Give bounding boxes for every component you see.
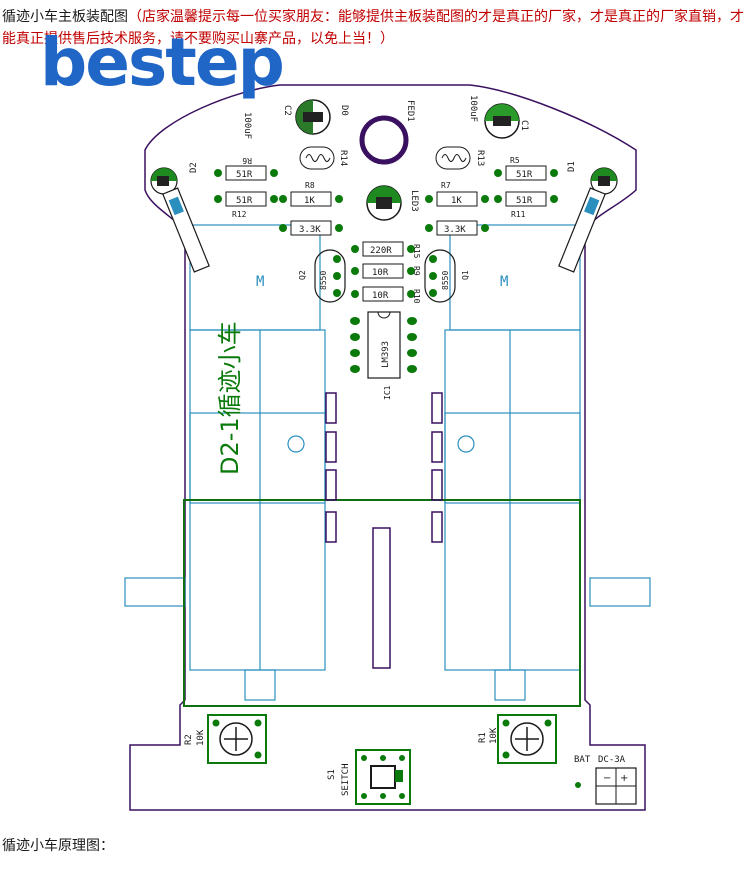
ic-type-label: LM393 xyxy=(381,341,391,368)
ldr-right-label: R13 xyxy=(475,150,485,166)
ir-sensor-right xyxy=(558,187,606,273)
pot-left-val: 10K xyxy=(196,729,206,746)
switch-label: SEITCH xyxy=(341,763,351,796)
power-switch xyxy=(355,749,411,805)
page-heading: 循迹小车主板装配图（店家温馨提示每一位买家朋友：能够提供主板装配图的才是真正的厂… xyxy=(2,6,748,50)
res-r5-val: 51R xyxy=(516,170,533,180)
cap-right xyxy=(484,103,520,139)
right-motor xyxy=(444,224,651,701)
transistor-left xyxy=(314,249,346,303)
heading-title: 循迹小车主板装配图 xyxy=(2,9,128,25)
res-r6-val: 51R xyxy=(236,170,253,180)
cap-left-d0: D0 xyxy=(339,105,349,116)
ic-lm393 xyxy=(350,311,417,379)
led-left-label: D2 xyxy=(189,162,199,173)
res-r8-val: 1K xyxy=(304,196,315,206)
bat-label: BAT xyxy=(574,755,591,765)
pot-right xyxy=(497,714,557,764)
res-r3-val: 51R xyxy=(516,196,533,206)
left-motor xyxy=(124,224,326,701)
dc-connector: − + xyxy=(595,767,637,805)
pot-left-ref: R2 xyxy=(184,734,194,745)
ic-ref-label: IC1 xyxy=(383,385,392,400)
left-sensor-pads xyxy=(325,392,337,543)
ldr-right xyxy=(435,146,471,170)
center-resistor-group xyxy=(351,241,415,302)
brand-logo: bestep xyxy=(40,24,285,101)
cap-left xyxy=(295,99,331,135)
res-r10-ref: R10 xyxy=(412,289,421,304)
model-label: D2-1循迹小车 xyxy=(216,321,244,475)
transistor-left-ref: Q2 xyxy=(298,270,307,280)
schematic-heading: 循迹小车原理图： xyxy=(2,838,114,854)
dc-label: DC-3A xyxy=(598,755,626,765)
transistor-right-ref: Q1 xyxy=(461,270,470,280)
pot-right-val: 10K xyxy=(489,727,499,744)
led3 xyxy=(366,185,402,221)
led-right xyxy=(590,167,618,195)
res-r7-ref: R7 xyxy=(441,181,451,190)
transistor-right xyxy=(424,249,456,303)
ldr-left xyxy=(299,146,335,170)
cap-right-ref: C1 xyxy=(519,120,529,131)
cap-left-ref: C2 xyxy=(282,105,292,116)
res-r11-val: 3.3K xyxy=(444,225,466,235)
pot-left xyxy=(207,714,267,764)
corner-mark xyxy=(575,782,581,788)
res-r9-val: 10R xyxy=(372,268,389,278)
battery-box xyxy=(183,499,581,707)
res-r10-val: 10R xyxy=(372,291,389,301)
res-r4-val: 51R xyxy=(236,196,253,206)
right-sensor-pads xyxy=(431,392,443,543)
res-r9-ref: R9 xyxy=(412,266,421,276)
switch-ref: S1 xyxy=(327,769,337,780)
svg-text:+: + xyxy=(620,773,628,784)
left-motor-label: M xyxy=(256,274,264,290)
heading-warning: （店家温馨提示每一位买家朋友：能够提供主板装配图的才是真正的厂家，才是真正的厂家… xyxy=(2,9,744,47)
transistor-left-type: 8550 xyxy=(319,271,328,290)
ldr-left-label: R14 xyxy=(338,150,348,166)
center-slot xyxy=(372,527,391,669)
svg-text:−: − xyxy=(603,773,611,784)
led-right-label: D1 xyxy=(567,161,577,172)
right-resistor-group xyxy=(425,165,558,236)
left-resistor-group xyxy=(214,165,343,236)
ir-sensor-left xyxy=(162,187,210,273)
right-motor-label: M xyxy=(500,274,508,290)
pot-right-ref: R1 xyxy=(478,732,488,743)
res-r12-ref: R12 xyxy=(232,210,247,219)
res-r6-ref: R6 xyxy=(242,156,252,165)
res-r8-ref: R8 xyxy=(305,181,315,190)
led3-label: LED3 xyxy=(409,190,419,212)
res-r7-val: 1K xyxy=(451,196,462,206)
cap-left-label: 100uF xyxy=(242,112,252,139)
res-r15-val: 220R xyxy=(370,246,392,256)
cap-right-label: 100uF xyxy=(468,95,478,122)
mount-hole xyxy=(359,115,409,165)
transistor-right-type: 8550 xyxy=(441,271,450,290)
res-r15-ref: R15 xyxy=(412,244,421,259)
cap-right-fed1: FED1 xyxy=(405,100,415,122)
res-r11-ref: R11 xyxy=(511,210,526,219)
res-r12-val: 3.3K xyxy=(299,225,321,235)
res-r5-ref: R5 xyxy=(510,156,520,165)
